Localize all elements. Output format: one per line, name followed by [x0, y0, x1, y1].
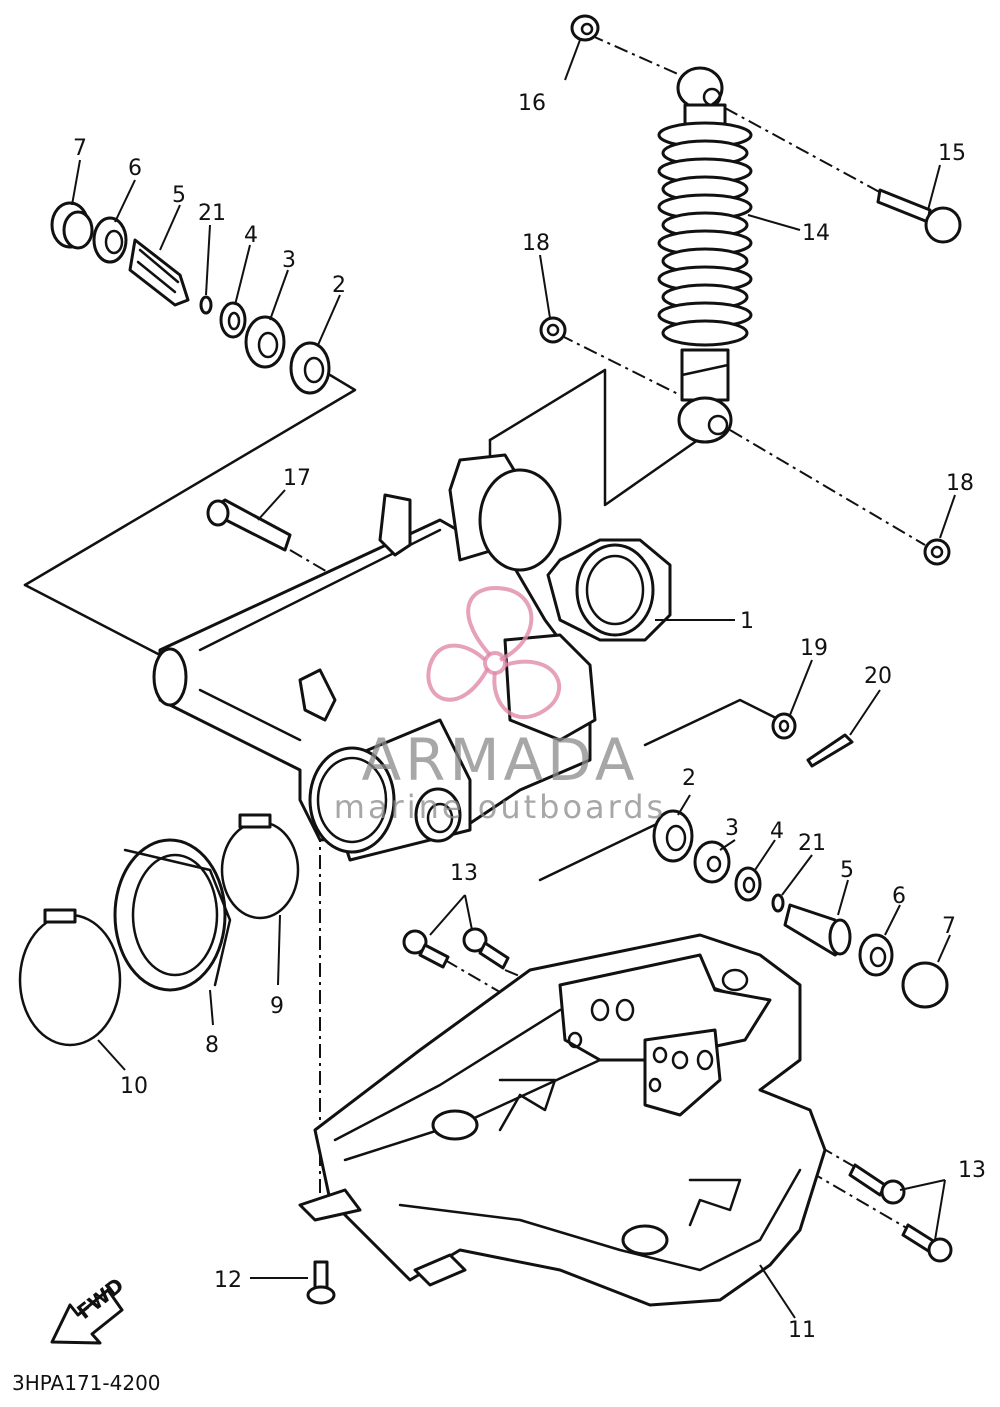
cap-7-left	[50, 201, 94, 250]
callout-6-left: 6	[128, 156, 142, 181]
pivot-shaft-17	[206, 498, 292, 552]
callout-17: 17	[283, 466, 311, 491]
callout-18-right: 18	[946, 471, 974, 496]
bolt-13-left-a	[402, 929, 450, 969]
callout-leaders	[71, 39, 956, 1319]
callout-2-left: 2	[332, 273, 346, 298]
callout-1: 1	[740, 609, 754, 634]
callout-9: 9	[270, 994, 284, 1019]
callout-19: 19	[800, 636, 828, 661]
callout-11: 11	[788, 1318, 816, 1343]
nut-16	[570, 14, 600, 42]
fwd-arrow-icon: FWD	[50, 1273, 128, 1345]
bolt-15	[876, 188, 962, 244]
nut-6-left	[92, 216, 128, 264]
washer-18-upper	[539, 316, 567, 344]
cap-7-right	[901, 961, 949, 1009]
callout-10: 10	[120, 1074, 148, 1099]
cotter-pin-20	[806, 733, 854, 768]
bearing-2-left	[289, 341, 331, 395]
washer-18-right	[923, 538, 951, 566]
clamp-9	[220, 813, 300, 920]
nut-6-right	[858, 933, 894, 977]
swing-arm-1	[152, 453, 672, 862]
callout-5-left: 5	[172, 183, 186, 208]
armada-watermark: ARMADA marine outboards	[334, 586, 666, 826]
bearing-3-left	[244, 315, 286, 369]
callout-12: 12	[214, 1268, 242, 1293]
callout-3-right: 3	[725, 816, 739, 841]
collar-5-right	[783, 903, 852, 957]
watermark-brand: ARMADA	[361, 726, 638, 794]
bolt-12	[306, 1260, 336, 1305]
callout-4-right: 4	[770, 819, 784, 844]
circlip-21-right	[771, 893, 785, 913]
shock-absorber-14	[657, 66, 753, 444]
washer-4-right	[734, 866, 762, 902]
callout-4-left: 4	[244, 223, 258, 248]
boot-8	[113, 838, 232, 992]
callout-13-right: 13	[958, 1158, 986, 1183]
callout-18-upper: 18	[522, 231, 550, 256]
callout-8: 8	[205, 1033, 219, 1058]
clamp-10	[18, 908, 122, 1047]
callout-13-left: 13	[450, 861, 478, 886]
callout-2-right: 2	[682, 766, 696, 791]
callout-labels: 1 2 2 3 3 4 4 5 5 6 6 7 7 8 9 10 11 12 1…	[73, 91, 986, 1343]
propeller-logo-icon	[426, 586, 562, 720]
callout-16: 16	[518, 91, 546, 116]
washer-3-right	[693, 840, 731, 884]
callout-20: 20	[864, 664, 892, 689]
callout-21-left: 21	[198, 201, 226, 226]
bolt-13-right-b	[901, 1223, 953, 1263]
right-bushing-stack	[652, 809, 949, 1009]
callout-6-right: 6	[892, 884, 906, 909]
spring-coil	[661, 319, 749, 347]
left-bushing-stack	[50, 201, 331, 395]
callout-15: 15	[938, 141, 966, 166]
guard-11	[298, 933, 827, 1307]
circlip-21-left	[199, 295, 213, 315]
callout-7-right: 7	[942, 914, 956, 939]
callout-21-right: 21	[798, 831, 826, 856]
callout-3-left: 3	[282, 248, 296, 273]
callout-14: 14	[802, 221, 830, 246]
bolt-13-left-b	[462, 927, 510, 970]
washer-4-left	[219, 301, 247, 339]
callout-7-left: 7	[73, 136, 87, 161]
callout-5-right: 5	[840, 858, 854, 883]
diagram-code: 3HPA171-4200	[12, 1371, 161, 1395]
bearing-2-right	[652, 809, 694, 863]
collar-5-left	[128, 238, 190, 307]
bolt-13-right-a	[848, 1163, 906, 1205]
washer-19	[771, 712, 797, 740]
watermark-tagline: marine outboards	[334, 788, 666, 826]
